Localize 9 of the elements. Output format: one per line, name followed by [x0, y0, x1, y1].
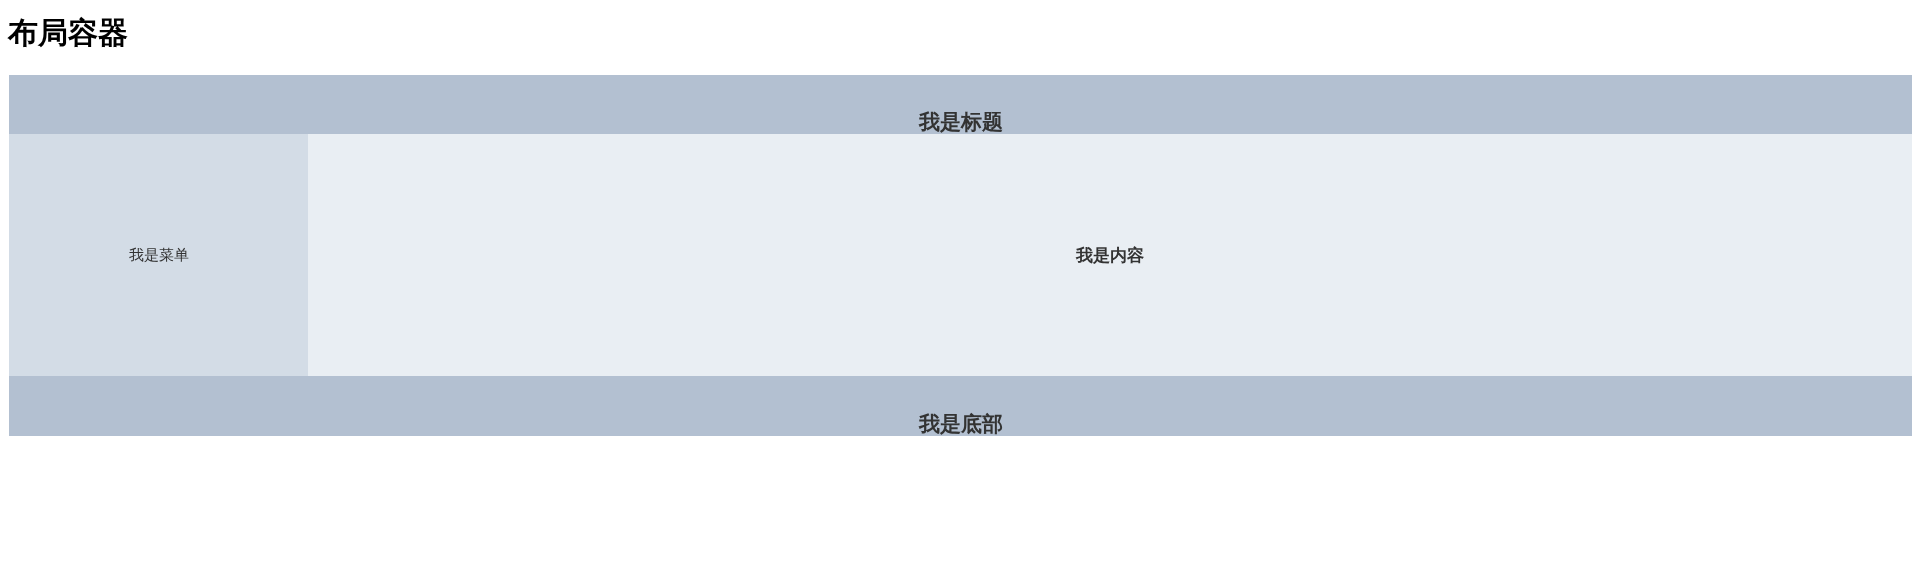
- header-bar: [9, 75, 1912, 134]
- menu-text: 我是菜单: [128, 246, 189, 264]
- footer-text: 我是底部: [918, 412, 1003, 436]
- main-panel: [308, 134, 1912, 376]
- sidebar-panel: [9, 134, 308, 376]
- footer-bar: [9, 376, 1912, 436]
- header-text: 我是标题: [918, 110, 1003, 134]
- page-title: 布局容器: [8, 14, 128, 52]
- content-text: 我是内容: [1076, 245, 1144, 265]
